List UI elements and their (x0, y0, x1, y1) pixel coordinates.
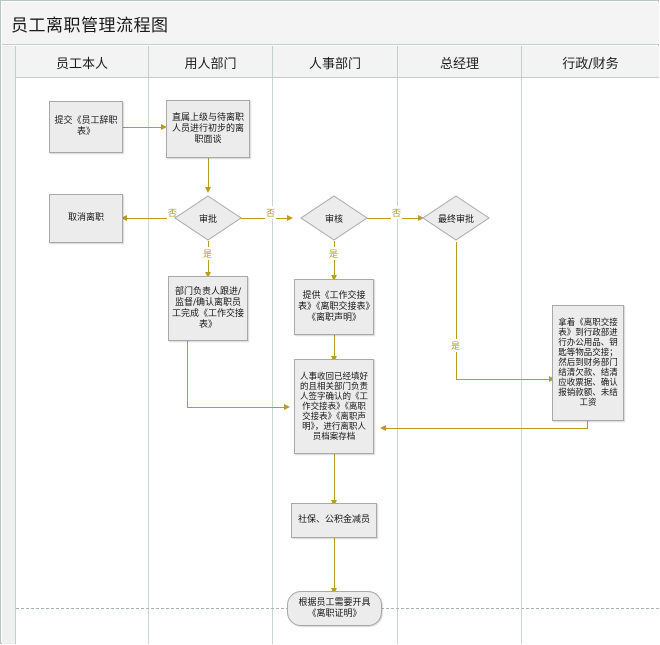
decision-review[interactable]: 审核 (300, 195, 368, 241)
lane-header-hr-dept[interactable]: 人事部门 (273, 46, 398, 78)
edge-social-to-certificate (334, 538, 335, 591)
node-cancel-resignation[interactable]: 取消离职 (49, 194, 123, 243)
arrowhead-approval-to-review (287, 215, 293, 221)
edge-interview-to-approval (208, 158, 209, 189)
arrowhead-admin-to-archive (380, 425, 386, 431)
diamond-shape-icon (300, 195, 368, 241)
lane-header-band: 员工本人 用人部门 人事部门 总经理 行政/财务 (16, 46, 659, 78)
node-admin-finance-handover[interactable]: 拿着《离职交接表》到行政部进行办公用品、钥匙等物品交接；然后到财务部门结清欠款、… (552, 305, 624, 421)
node-dept-followup[interactable]: 部门负责人跟进/监督/确认离职员工完成《工作交接表》 (168, 276, 248, 341)
arrowhead-interview-to-approval (204, 187, 211, 193)
edge-label-review-yes: 是 (328, 247, 340, 260)
lane-header-admin-finance[interactable]: 行政/财务 (562, 56, 619, 72)
lane-column-hr-dept (273, 78, 398, 644)
page-title: 员工离职管理流程图 (11, 15, 169, 36)
arrowhead-submit-to-interview (161, 124, 167, 130)
diamond-shape-icon (174, 195, 242, 241)
edge-admin-down (587, 421, 588, 429)
node-hr-provide-forms[interactable]: 提供《工作交接表》《离职交接表》《离职声明》 (294, 279, 374, 335)
edge-label-approval-no: 否 (167, 206, 179, 219)
arrowhead-dept-to-archive (284, 404, 290, 410)
arrowhead-approval-yes-to-dept (204, 272, 211, 278)
decision-review-label: 审核 (324, 214, 343, 225)
edge-final-yes-right-to-admin (456, 379, 552, 380)
node-hr-collect-archive[interactable]: 人事收回已经填好的且相关部门负责人签字确认的《工作交接表》《离职交接表》《离职声… (294, 359, 374, 454)
edge-label-final-yes: 是 (450, 339, 462, 352)
lane-column-hiring-dept (149, 78, 273, 644)
decision-approval[interactable]: 审批 (174, 195, 242, 241)
diamond-shape-icon (422, 195, 490, 241)
node-supervisor-interview[interactable]: 直属上级与待离职人员进行初步的离职面谈 (166, 100, 250, 158)
lane-header-hiring-dept[interactable]: 用人部门 (149, 46, 273, 78)
edge-submit-to-interview (123, 127, 165, 128)
edge-final-yes-down (456, 242, 457, 379)
title-bar: 员工离职管理流程图 (2, 2, 659, 45)
node-issue-certificate[interactable]: 根据员工需要开具《离职证明》 (287, 591, 382, 626)
edge-label-approval-yes: 是 (202, 247, 214, 260)
arrowhead-review-yes-to-provide (330, 275, 337, 281)
lane-column-employee (16, 78, 149, 644)
decision-final-approval-label: 最终审批 (437, 214, 474, 225)
edge-label-review-entry-no: 否 (265, 206, 277, 219)
arrowhead-review-to-final (418, 215, 424, 221)
edge-admin-left-to-archive (384, 428, 588, 429)
edge-archive-to-social (334, 454, 335, 503)
decision-approval-label: 审批 (198, 214, 217, 225)
left-gutter (2, 46, 16, 644)
node-social-insurance[interactable]: 社保、公积金减员 (291, 503, 377, 538)
arrowhead-approval-no-to-cancel (121, 215, 127, 221)
edge-dept-right-to-archive (187, 407, 287, 408)
edge-provide-to-archive (334, 335, 335, 359)
lane-header-general-manager[interactable]: 总经理 (398, 46, 522, 78)
lane-column-general-manager (398, 78, 522, 644)
lane-header-employee[interactable]: 员工本人 (16, 46, 149, 78)
node-submit-resignation[interactable]: 提交《员工辞职表》 (49, 101, 123, 153)
edge-dept-down (187, 341, 188, 407)
decision-final-approval[interactable]: 最终审批 (422, 195, 490, 241)
edge-label-final-entry-no: 否 (391, 206, 403, 219)
